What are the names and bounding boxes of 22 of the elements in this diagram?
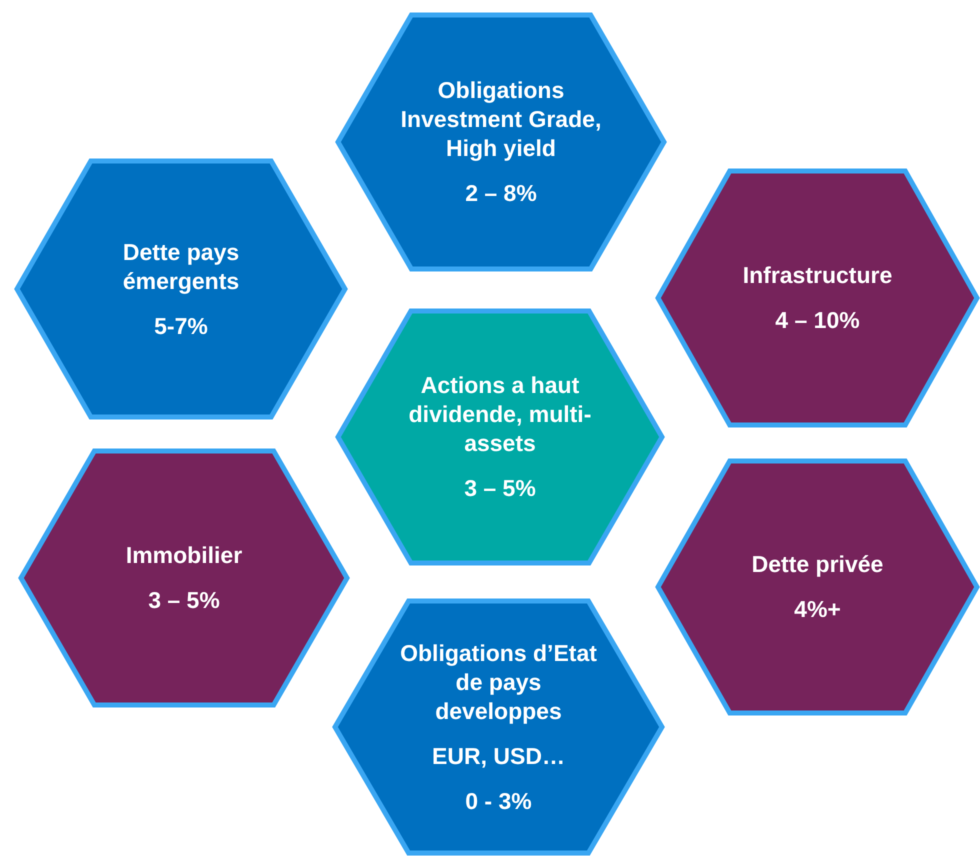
yield-range-label: 5-7%	[154, 312, 208, 340]
asset-class-label: Infrastructure	[742, 261, 892, 290]
hexagon	[332, 598, 665, 856]
yield-range-label: 4%+	[794, 595, 841, 624]
asset-class-label: Actions a haut dividende, multi-assets	[408, 371, 592, 458]
asset-class-label: Obligations d’Etat de pays developpes	[399, 638, 598, 726]
yield-range-label: 3 – 5%	[148, 586, 220, 615]
asset-class-label: Dette pays émergents	[122, 238, 240, 296]
yield-range-label: 2 – 8%	[465, 179, 537, 208]
hexagon	[14, 158, 348, 420]
yield-range-label: 0 - 3%	[465, 786, 532, 816]
hexagon	[335, 12, 667, 272]
hexagon	[655, 168, 980, 428]
hexagon	[18, 448, 350, 708]
hexagon	[335, 308, 665, 566]
currency-label: EUR, USD…	[432, 742, 565, 770]
asset-class-label: Immobilier	[126, 541, 242, 570]
asset-class-label: Obligations Investment Grade, High yield	[400, 76, 602, 163]
yield-range-label: 3 – 5%	[464, 474, 536, 503]
yield-range-label: 4 – 10%	[775, 306, 860, 335]
hexagon	[655, 458, 980, 716]
asset-class-label: Dette privée	[752, 550, 884, 579]
